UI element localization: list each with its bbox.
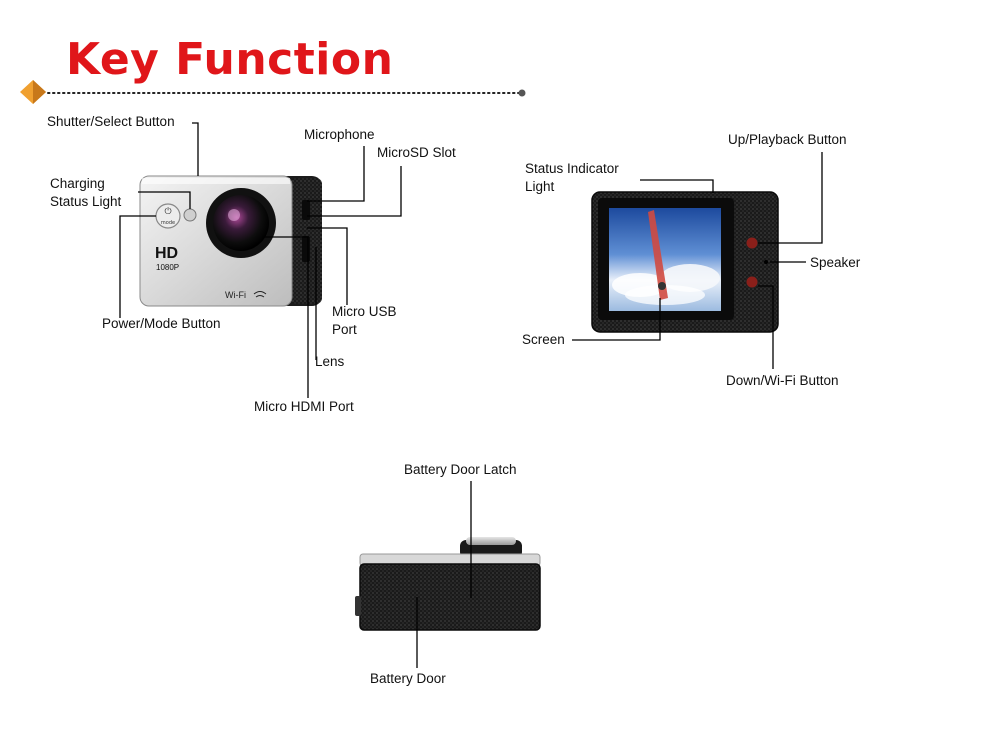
label-battery-door: Battery Door bbox=[370, 671, 446, 686]
label-shutter-select-button: Shutter/Select Button bbox=[47, 114, 175, 129]
label-micro-usb-line2: Port bbox=[332, 322, 357, 337]
front-view-leaders bbox=[119, 122, 402, 398]
svg-text:1080P: 1080P bbox=[156, 263, 179, 272]
label-status-indicator-line2: Light bbox=[525, 179, 555, 194]
back-view-camera bbox=[591, 191, 779, 333]
front-view-camera: ⏻ mode HD 1080P Wi-Fi bbox=[139, 175, 322, 307]
label-up-playback-button: Up/Playback Button bbox=[728, 132, 847, 147]
label-lens: Lens bbox=[315, 354, 345, 369]
label-screen: Screen bbox=[522, 332, 565, 347]
label-charging-line2: Status Light bbox=[50, 194, 122, 209]
bottom-view-camera bbox=[355, 537, 541, 631]
diagram-title: Key Function bbox=[66, 34, 394, 85]
svg-text:Wi-Fi: Wi-Fi bbox=[225, 290, 246, 300]
label-micro-hdmi-port: Micro HDMI Port bbox=[254, 399, 354, 414]
label-power-mode-button: Power/Mode Button bbox=[102, 316, 221, 331]
label-status-indicator-line1: Status Indicator bbox=[525, 161, 619, 176]
label-speaker: Speaker bbox=[810, 255, 861, 270]
label-battery-door-latch: Battery Door Latch bbox=[404, 462, 517, 477]
bottom-view-leaders bbox=[416, 481, 472, 668]
svg-text:mode: mode bbox=[161, 220, 175, 226]
label-down-wifi-button: Down/Wi-Fi Button bbox=[726, 373, 839, 388]
back-view-leaders bbox=[572, 152, 823, 369]
svg-text:HD: HD bbox=[155, 245, 178, 262]
label-charging-line1: Charging bbox=[50, 176, 105, 191]
label-micro-usb-line1: Micro USB bbox=[332, 304, 397, 319]
label-microphone: Microphone bbox=[304, 127, 375, 142]
label-microsd-slot: MicroSD Slot bbox=[377, 145, 456, 160]
title-decoration bbox=[20, 80, 526, 104]
svg-text:⏻: ⏻ bbox=[164, 206, 171, 217]
